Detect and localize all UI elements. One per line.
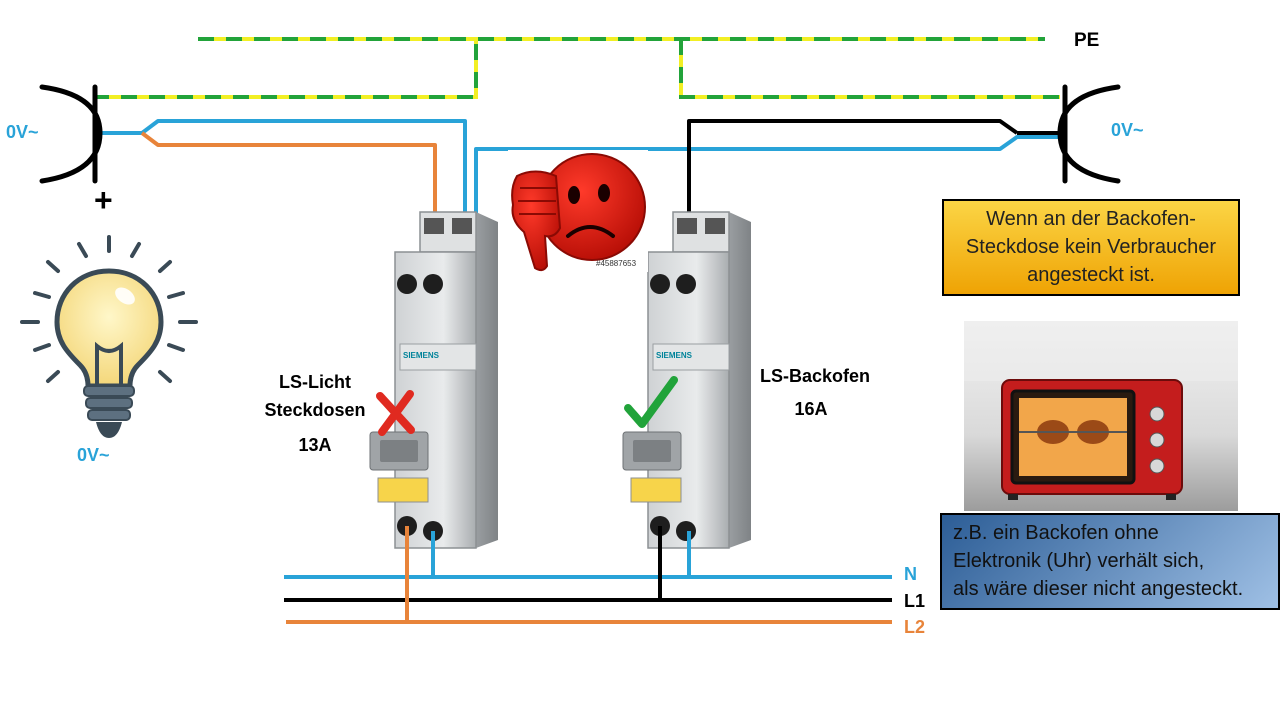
upper-wiring	[95, 119, 1060, 240]
info-box-no-load-line: Wenn an der Backofen-	[986, 208, 1196, 230]
right-socket-voltage: 0V~	[1111, 120, 1144, 140]
breaker-right-name: LS-Backofen	[759, 366, 871, 386]
pe-conductor	[93, 37, 1060, 99]
stock-id: #45887653	[596, 259, 637, 268]
info-box-no-load-line: Steckdose kein Verbraucher	[965, 236, 1217, 258]
bulb-voltage: 0V~	[77, 445, 110, 465]
thumbs-down-sad-face-icon: #45887653	[508, 150, 648, 272]
red-cross-icon	[376, 390, 415, 436]
breaker-left-name-line1: LS-Licht	[279, 372, 351, 392]
breaker-right-brand: SIEMENS	[656, 351, 693, 360]
left-socket-icon	[39, 84, 103, 184]
info-box-no-load: Wenn an der Backofen- Steckdose kein Ver…	[942, 199, 1240, 296]
plus-sign: +	[94, 182, 113, 218]
info-box-no-load-line: angesteckt ist.	[1027, 264, 1155, 286]
oven-photo	[964, 321, 1238, 511]
info-box-oven-example: z.B. ein Backofen ohne Elektronik (Uhr) …	[940, 513, 1280, 610]
info-box-oven-line: als wäre dieser nicht angesteckt.	[953, 578, 1244, 600]
light-bulb-icon	[20, 235, 198, 438]
pe-label: PE	[1074, 30, 1100, 51]
green-check-icon	[624, 376, 678, 428]
left-socket-voltage: 0V~	[6, 122, 39, 142]
n-label: N	[904, 564, 917, 584]
l1-label: L1	[904, 591, 926, 611]
breaker-left-name-line2: Steckdosen	[264, 400, 366, 420]
breaker-left-brand: SIEMENS	[403, 351, 440, 360]
breaker-right-rating: 16A	[794, 399, 828, 419]
lower-wiring	[405, 526, 691, 622]
right-socket-icon	[1057, 84, 1121, 184]
info-box-oven-line: z.B. ein Backofen ohne	[953, 522, 1159, 544]
l2-label: L2	[904, 617, 926, 637]
breaker-left: SIEMENS	[369, 211, 498, 549]
info-box-oven-line: Elektronik (Uhr) verhält sich,	[953, 550, 1205, 572]
breaker-left-rating: 13A	[298, 435, 332, 455]
bottom-bus	[284, 575, 892, 624]
